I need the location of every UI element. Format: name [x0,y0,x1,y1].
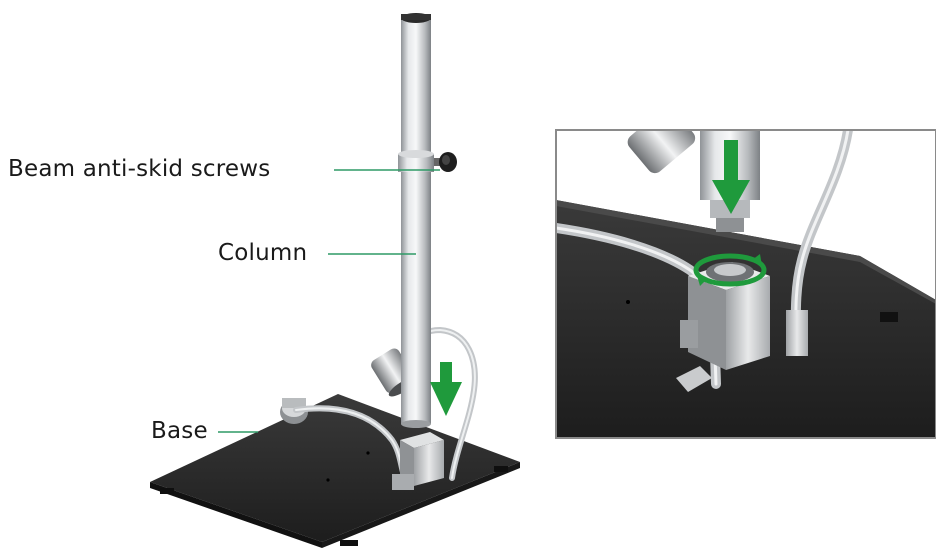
main-down-arrow-icon [430,362,462,416]
column-rod [401,13,431,428]
column-block [392,432,444,490]
inset-down-arrow-icon [712,140,750,214]
label-base: Base [151,418,208,444]
label-beam-screws: Beam anti-skid screws [8,156,271,182]
main-stand [150,13,520,548]
label-column: Column [218,240,308,266]
beam-collar [398,150,457,172]
detail-inset [555,129,936,439]
base-plate [150,394,520,548]
callout-leaders [218,169,440,433]
rotate-icon [693,253,767,287]
